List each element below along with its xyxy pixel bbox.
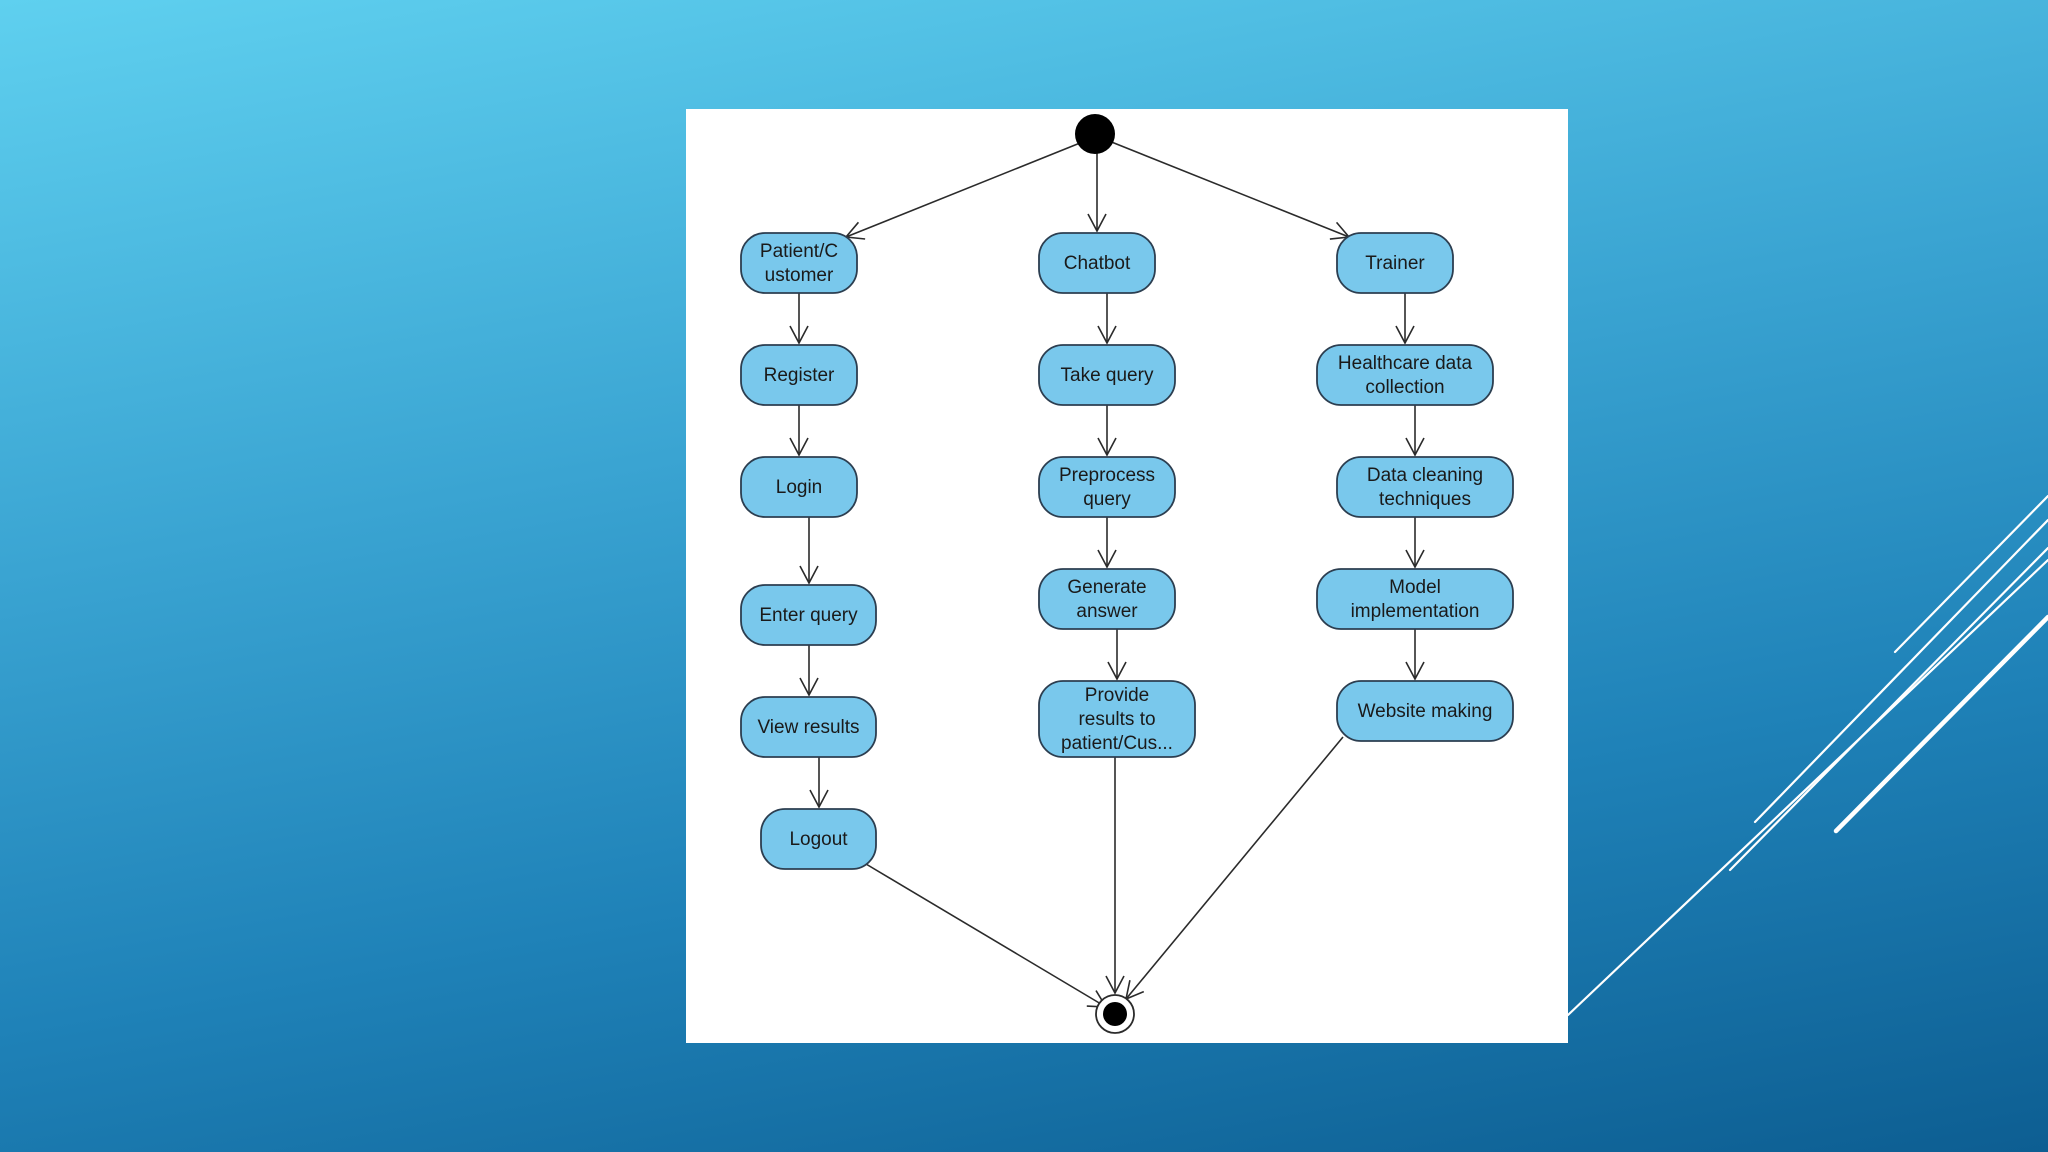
node-label: Logout [789, 829, 848, 850]
node-box [1038, 568, 1176, 630]
node-box [740, 584, 877, 646]
node-box [1038, 680, 1196, 758]
node-label: collection [1365, 377, 1444, 398]
node-box [740, 344, 858, 406]
node-box [1038, 456, 1176, 518]
node-provide-results: Provide results to patient/Cus... [1038, 680, 1196, 758]
node-patient: Patient/C ustomer [740, 232, 858, 294]
edge-website-making-to-end [1124, 736, 1344, 1001]
node-enter-query: Enter query [740, 584, 877, 646]
node-label: View results [757, 717, 859, 738]
node-label: Data cleaning [1367, 465, 1483, 486]
node-label: Healthcare data [1338, 353, 1473, 374]
node-box [1316, 568, 1514, 630]
node-login: Login [740, 456, 858, 518]
node-view-results: View results [740, 696, 877, 758]
initial-node [1075, 114, 1115, 154]
node-box [1336, 456, 1514, 518]
node-take-query: Take query [1038, 344, 1176, 406]
node-box [740, 232, 858, 294]
node-label: Register [764, 365, 835, 386]
final-node [1095, 994, 1135, 1034]
node-label: Generate [1067, 577, 1146, 598]
node-box [740, 456, 858, 518]
edges [789, 140, 1425, 1008]
node-label: query [1083, 489, 1131, 510]
edge-start-to-trainer [1108, 140, 1351, 240]
node-label: patient/Cus... [1061, 733, 1173, 754]
edge-logout-to-end [865, 863, 1108, 1008]
node-box [740, 696, 877, 758]
node-label: Login [776, 477, 823, 498]
node-logout: Logout [760, 808, 877, 870]
node-box [760, 808, 877, 870]
node-label: Preprocess [1059, 465, 1155, 486]
node-label: Chatbot [1064, 253, 1131, 274]
node-website-making: Website making [1336, 680, 1514, 742]
node-label: Provide [1085, 685, 1149, 706]
node-box [1336, 680, 1514, 742]
node-label: implementation [1351, 601, 1480, 622]
edge-start-to-patient [844, 140, 1086, 240]
node-label: Patient/C [760, 241, 838, 262]
node-label: techniques [1379, 489, 1471, 510]
node-data-cleaning: Data cleaning techniques [1336, 456, 1514, 518]
node-trainer: Trainer [1336, 232, 1454, 294]
node-label: Website making [1358, 701, 1493, 722]
node-box [1038, 344, 1176, 406]
node-preprocess-query: Preprocess query [1038, 456, 1176, 518]
node-healthcare-data: Healthcare data collection [1316, 344, 1494, 406]
node-generate-answer: Generate answer [1038, 568, 1176, 630]
node-model-impl: Model implementation [1316, 568, 1514, 630]
node-label: ustomer [765, 265, 834, 286]
node-register: Register [740, 344, 858, 406]
node-label: Model [1389, 577, 1441, 598]
node-label: Take query [1061, 365, 1154, 386]
node-label: results to [1078, 709, 1155, 730]
node-label: answer [1076, 601, 1138, 622]
node-label: Enter query [759, 605, 858, 626]
node-label: Trainer [1365, 253, 1425, 274]
node-box [1316, 344, 1494, 406]
node-box [1336, 232, 1454, 294]
node-chatbot: Chatbot [1038, 232, 1156, 294]
node-box [1038, 232, 1156, 294]
